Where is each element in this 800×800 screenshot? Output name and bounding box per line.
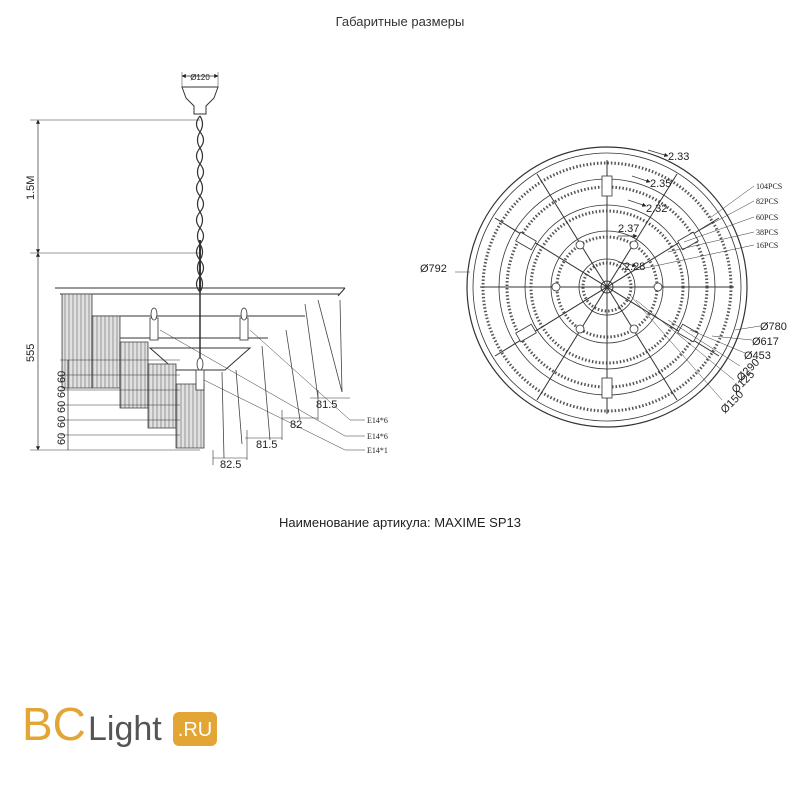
diameter-label: Ø780 <box>760 321 787 333</box>
offset-label: 81.5 <box>256 439 277 451</box>
chain <box>195 115 205 293</box>
chain-length-label: 1.5M <box>25 176 37 200</box>
diameter-label: Ø453 <box>744 350 771 362</box>
diameter-leaders <box>629 294 761 401</box>
pieces-label: 82PCS <box>756 197 778 206</box>
side-view: Ø120 1.5M 555 <box>25 72 388 471</box>
spacing-label: 2.33 <box>668 151 689 163</box>
pieces-label: 38PCS <box>756 228 778 237</box>
diameter-label: Ø617 <box>752 336 779 348</box>
pieces-leaders <box>635 185 755 271</box>
spacing-label: 2.28 <box>624 261 645 273</box>
total-height-label: 555 <box>25 344 37 362</box>
canopy <box>181 72 219 115</box>
spacing-label: 2.32 <box>646 203 667 215</box>
tier-height-label: 60 <box>56 401 68 413</box>
canopy-diameter-label: Ø120 <box>190 73 210 82</box>
tier-height-label: 60 <box>56 371 68 383</box>
spokes <box>480 160 734 414</box>
page-title: Габаритные размеры <box>335 14 465 29</box>
lamp-label: E14*6 <box>367 432 388 441</box>
spacing-arrows <box>617 149 669 268</box>
ring-outer-792 <box>466 146 748 428</box>
offset-label: 82 <box>290 419 302 431</box>
offset-dims <box>212 390 350 465</box>
spacing-label: 2.35 <box>650 178 671 190</box>
candle-lamps <box>149 307 249 391</box>
tier-height-label: 60 <box>56 386 68 398</box>
spacing-label: 2.37 <box>618 223 639 235</box>
ring-780 <box>472 152 742 422</box>
pieces-label: 60PCS <box>756 213 778 222</box>
diameter-label: Ø150 <box>719 389 747 417</box>
offset-label: 81.5 <box>316 399 337 411</box>
bclight-logo[interactable]: BC Light .RU <box>22 690 222 760</box>
tier-height-label: 60 <box>56 416 68 428</box>
lamp-leaders <box>159 329 365 451</box>
lamp-label: E14*6 <box>367 416 388 425</box>
lamp-label: E14*1 <box>367 446 388 455</box>
logo-bc: BC <box>22 698 86 750</box>
pieces-label: 16PCS <box>756 241 778 250</box>
offset-label: 82.5 <box>220 459 241 471</box>
lamp-holders <box>515 175 699 399</box>
article-name: Наименование артикула: MAXIME SP13 <box>279 515 521 530</box>
logo-ru-badge <box>173 712 217 746</box>
pieces-label: 104PCS <box>756 182 782 191</box>
logo-light: Light <box>88 710 162 748</box>
outer-diameter-label: Ø792 <box>420 263 447 275</box>
tier-height-label: 60 <box>56 433 68 445</box>
logo-ru: .RU <box>178 719 212 741</box>
top-view: 2.33 2.35 2.32 2.37 2.28 104PCS 82PCS 60… <box>420 146 787 428</box>
tier-height-dims <box>60 359 180 450</box>
